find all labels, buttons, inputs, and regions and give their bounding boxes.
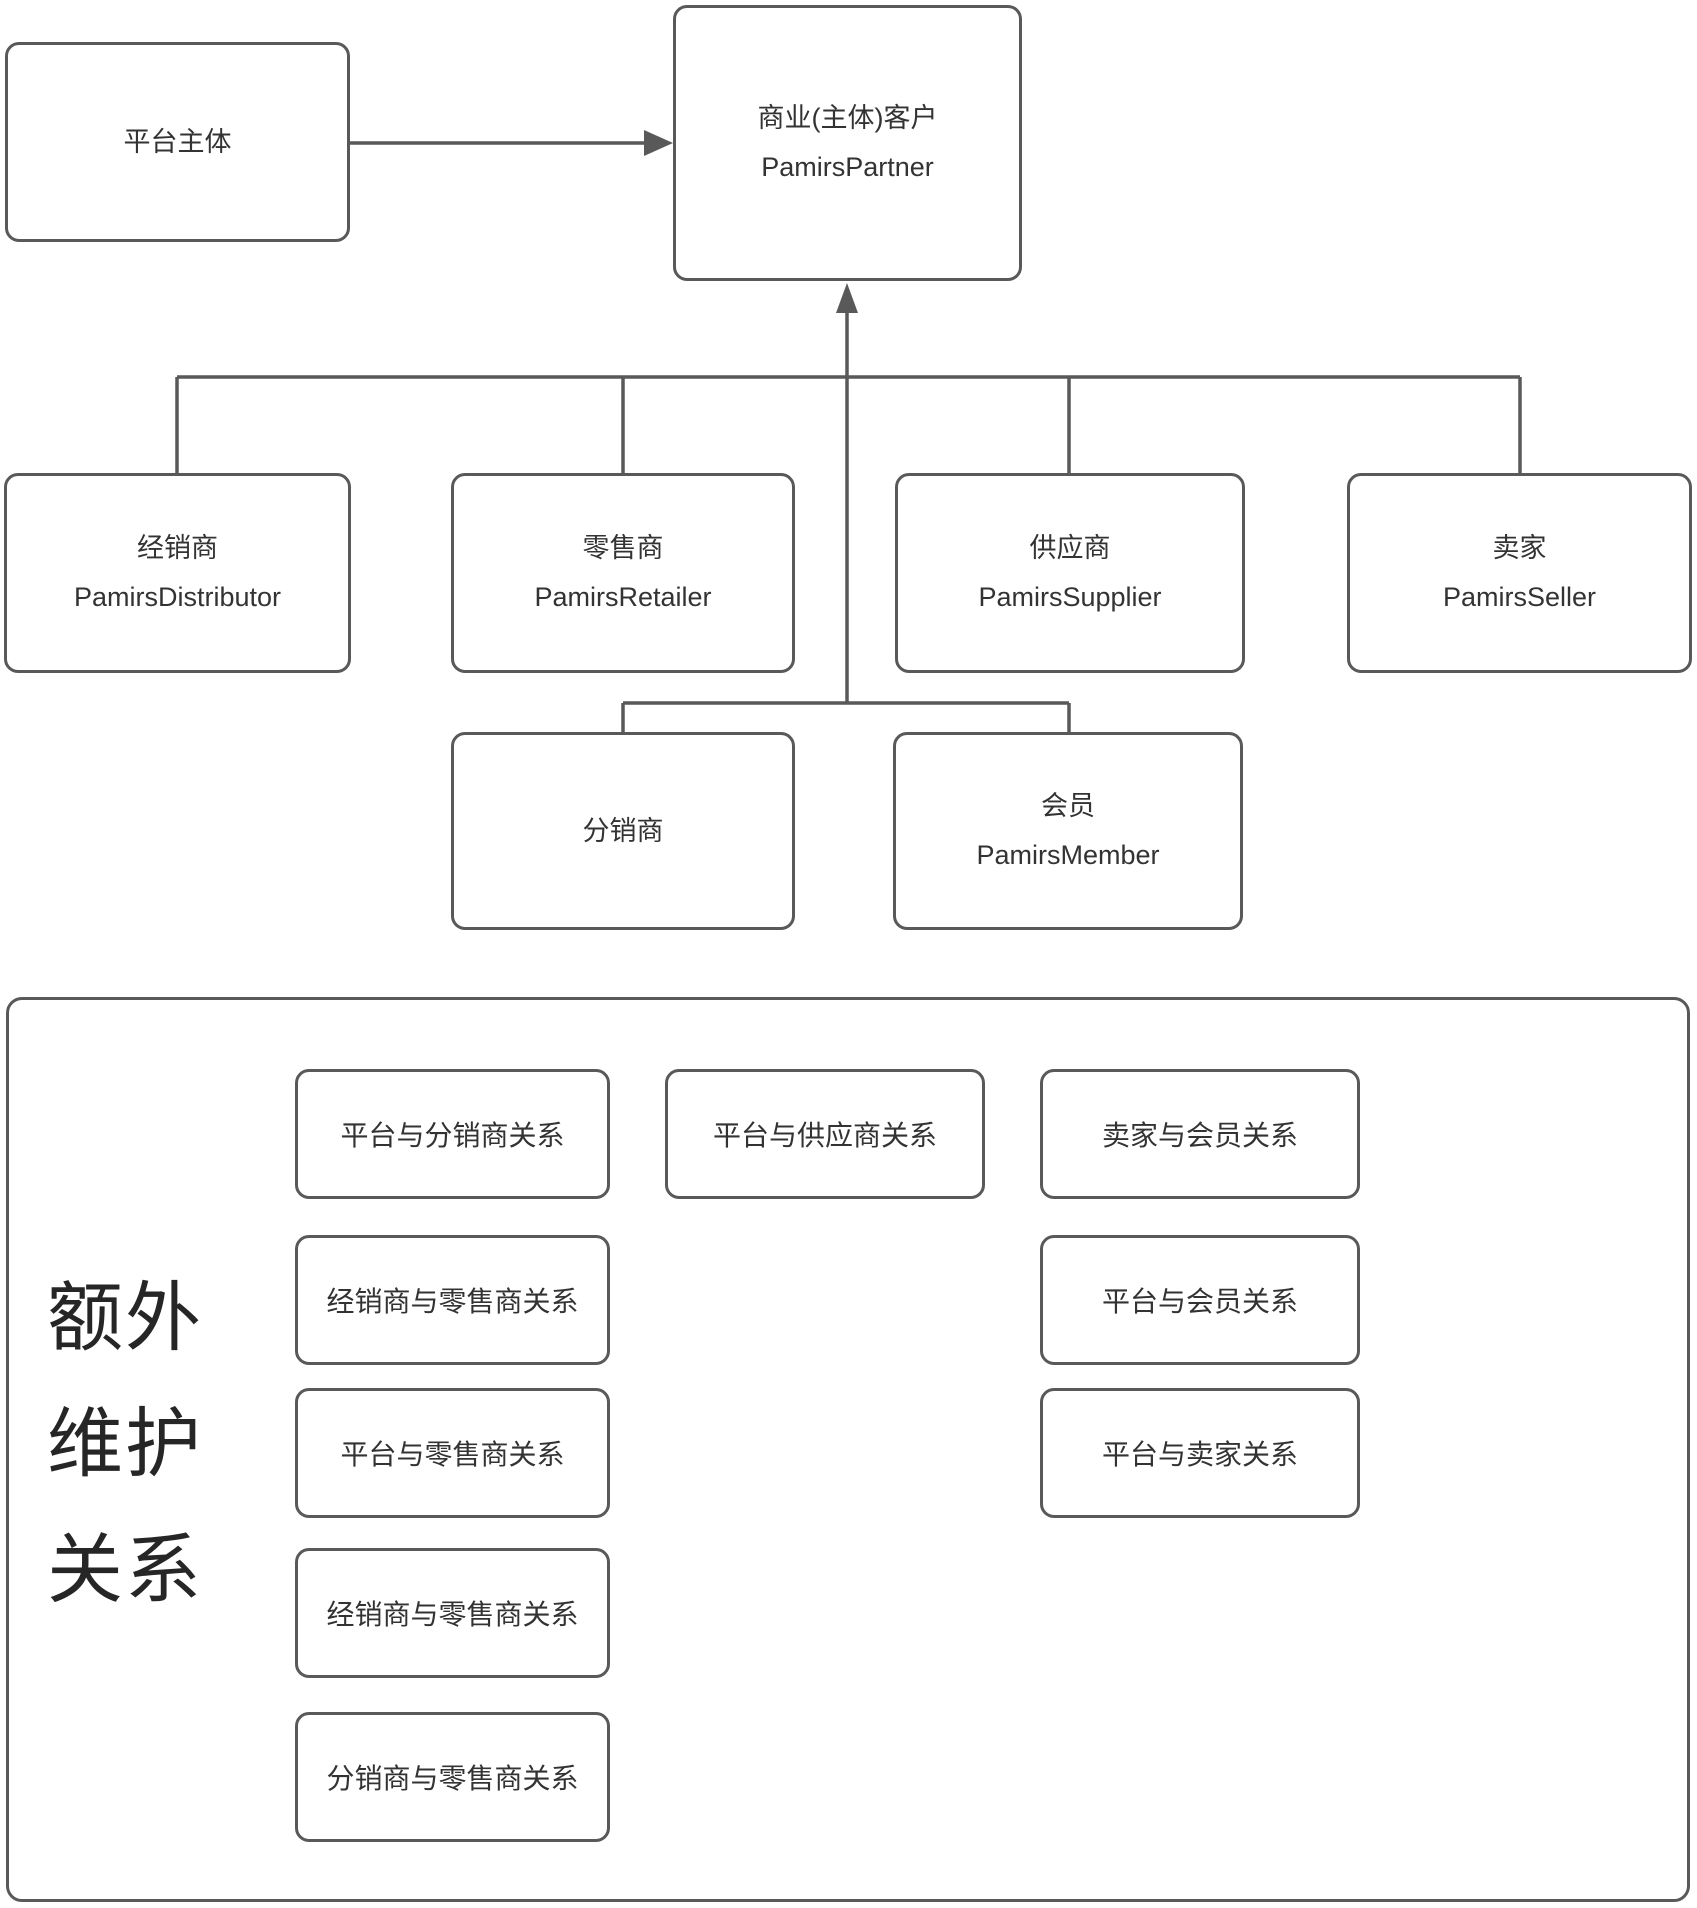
node-distributor: 经销商 PamirsDistributor <box>4 473 351 673</box>
relation-label: 平台与供应商关系 <box>712 1120 937 1151</box>
relation-label: 平台与会员关系 <box>1101 1286 1298 1317</box>
node-platform: 平台主体 <box>5 42 350 242</box>
node-member-label-en: PamirsMember <box>976 840 1160 870</box>
node-seller: 卖家 PamirsSeller <box>1347 473 1692 673</box>
node-member-label-zh: 会员 <box>1041 791 1095 821</box>
arrowhead-up-icon <box>836 283 858 313</box>
node-supplier-label-zh: 供应商 <box>1029 533 1111 563</box>
node-partner-label-en: PamirsPartner <box>761 152 934 182</box>
relation-label: 平台与卖家关系 <box>1101 1439 1298 1470</box>
relation-box-platform-member: 平台与会员关系 <box>1040 1235 1360 1365</box>
node-supplier: 供应商 PamirsSupplier <box>895 473 1245 673</box>
relation-label: 平台与零售商关系 <box>340 1439 565 1470</box>
relation-box-distribution-retailer: 分销商与零售商关系 <box>295 1712 610 1842</box>
node-platform-label: 平台主体 <box>123 126 232 157</box>
node-distribution: 分销商 <box>451 732 795 930</box>
relation-label: 分销商与零售商关系 <box>326 1763 579 1794</box>
relation-box-platform-distribution: 平台与分销商关系 <box>295 1069 610 1199</box>
relation-label: 经销商与零售商关系 <box>326 1599 579 1630</box>
node-supplier-label-en: PamirsSupplier <box>978 582 1162 612</box>
node-distributor-label-en: PamirsDistributor <box>73 582 282 612</box>
relation-box-seller-member: 卖家与会员关系 <box>1040 1069 1360 1199</box>
extra-relations-title: 额外 维护 关系 <box>40 1256 210 1634</box>
node-seller-label-zh: 卖家 <box>1492 533 1547 563</box>
node-member: 会员 PamirsMember <box>893 732 1243 930</box>
extra-relations-title-line2: 维护 <box>47 1402 203 1487</box>
arrowhead-right-icon <box>644 130 673 156</box>
node-distributor-label-zh: 经销商 <box>137 533 218 563</box>
relation-box-platform-retailer: 平台与零售商关系 <box>295 1388 610 1518</box>
relation-box-distributor-retailer-2: 经销商与零售商关系 <box>295 1548 610 1678</box>
extra-relations-title-line3: 关系 <box>47 1528 203 1613</box>
extra-relations-title-line1: 额外 <box>47 1276 203 1361</box>
relation-label: 平台与分销商关系 <box>340 1120 565 1151</box>
node-retailer-label-zh: 零售商 <box>582 533 664 563</box>
relation-box-platform-supplier: 平台与供应商关系 <box>665 1069 985 1199</box>
node-distribution-label-zh: 分销商 <box>582 815 664 846</box>
relation-box-distributor-retailer-1: 经销商与零售商关系 <box>295 1235 610 1365</box>
relation-label: 经销商与零售商关系 <box>326 1286 579 1317</box>
node-partner: 商业(主体)客户 PamirsPartner <box>673 5 1022 281</box>
node-retailer: 零售商 PamirsRetailer <box>451 473 795 673</box>
node-retailer-label-en: PamirsRetailer <box>534 582 712 612</box>
relation-box-platform-seller: 平台与卖家关系 <box>1040 1388 1360 1518</box>
node-partner-label-zh: 商业(主体)客户 <box>757 103 938 133</box>
relation-label: 卖家与会员关系 <box>1101 1120 1298 1151</box>
node-seller-label-en: PamirsSeller <box>1442 582 1597 612</box>
